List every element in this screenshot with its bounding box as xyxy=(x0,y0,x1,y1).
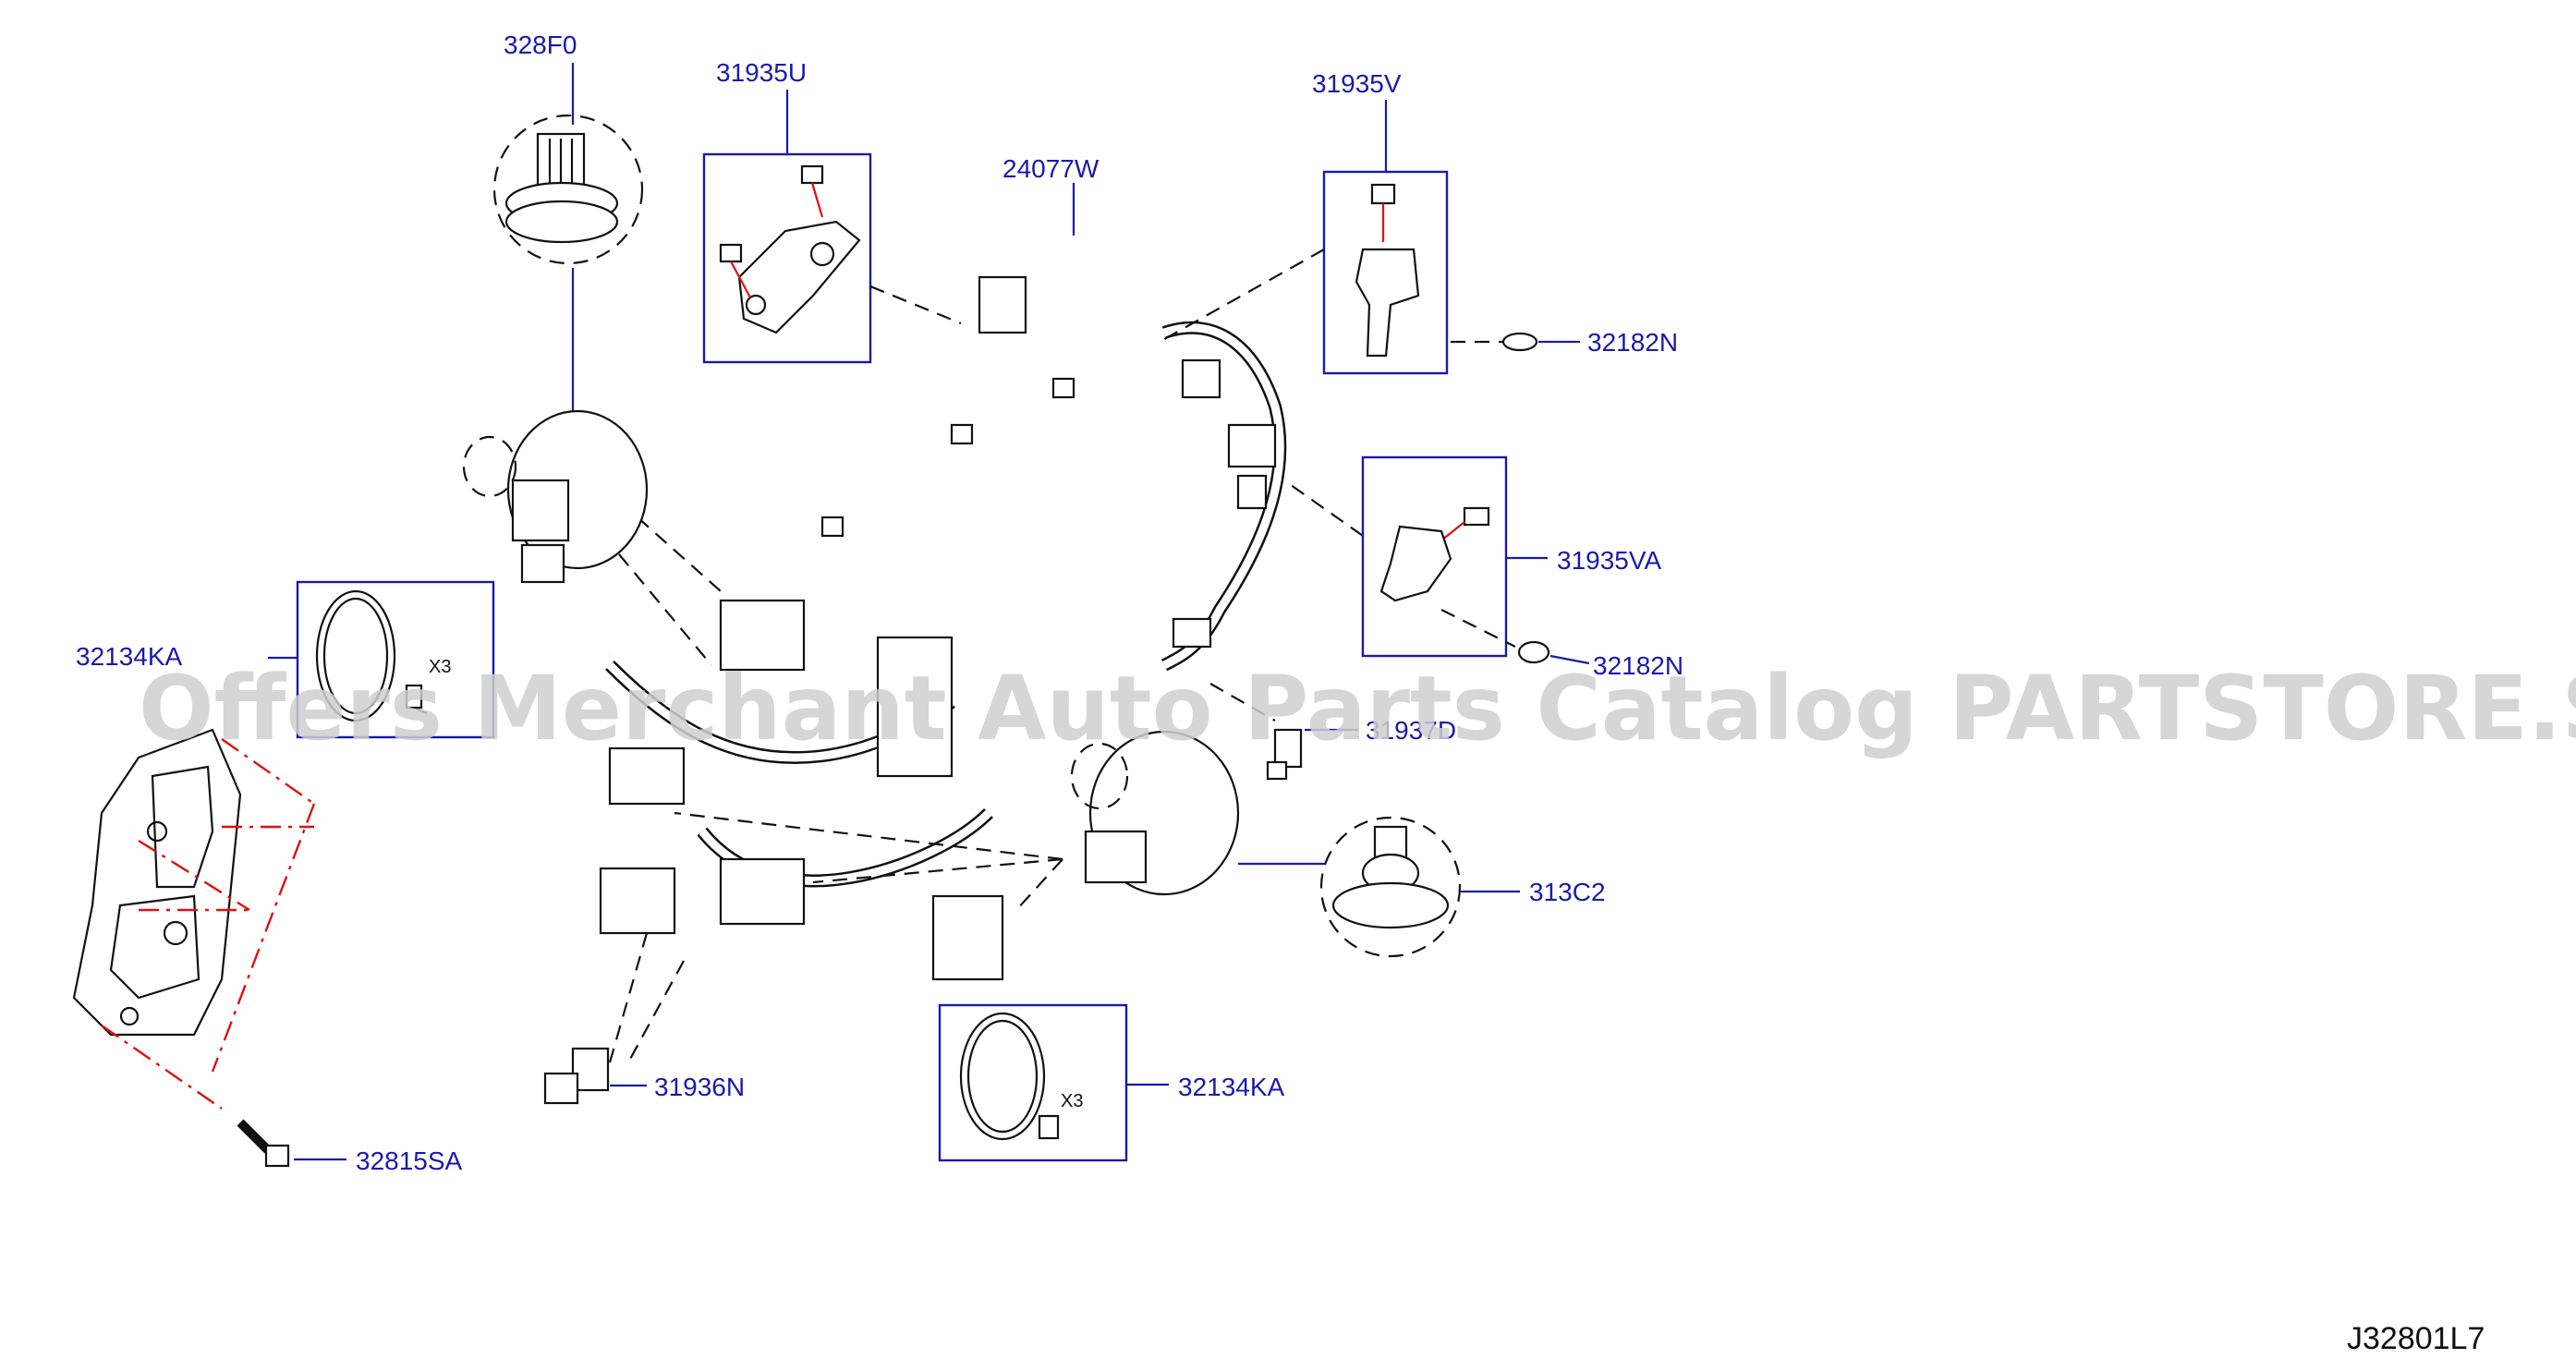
part-31936N[interactable] xyxy=(543,1047,647,1105)
part-31935V-box[interactable] xyxy=(1322,100,1515,375)
label-31936N[interactable]: 31936N xyxy=(654,1073,745,1101)
label-31935V[interactable]: 31935V xyxy=(1312,69,1402,98)
qty-right: X3 xyxy=(1061,1091,1083,1111)
label-32815SA[interactable]: 32815SA xyxy=(356,1147,463,1175)
label-313C2[interactable]: 313C2 xyxy=(1529,878,1606,906)
label-31937D[interactable]: 31937D xyxy=(1366,716,1456,745)
label-31935VA[interactable]: 31935VA xyxy=(1557,546,1661,575)
part-31935VA-box[interactable] xyxy=(1361,455,1548,658)
label-32134KA-right[interactable]: 32134KA xyxy=(1178,1073,1285,1101)
watermark: Offers Merchant Auto Parts Catalog PARTS… xyxy=(139,657,2576,760)
part-32182N-mid[interactable] xyxy=(1517,640,1590,665)
part-32134KA-left-box[interactable] xyxy=(268,580,495,739)
part-32134KA-right-box[interactable] xyxy=(938,1003,1169,1162)
solenoid-313C2[interactable] xyxy=(1070,730,1326,896)
part-32182N-top[interactable] xyxy=(1501,332,1580,352)
label-32134KA-left[interactable]: 32134KA xyxy=(76,642,183,671)
label-24077W[interactable]: 24077W xyxy=(1002,154,1100,183)
solenoid-left[interactable] xyxy=(462,409,649,584)
drawing-number: J32801L7 xyxy=(2347,1321,2485,1356)
label-31935U[interactable]: 31935U xyxy=(716,58,807,87)
part-24077W-harness[interactable] xyxy=(599,183,1364,1063)
part-31935U-box[interactable] xyxy=(702,90,872,364)
label-328F0[interactable]: 328F0 xyxy=(504,30,577,59)
part-328F0-detail[interactable] xyxy=(492,63,644,448)
qty-left: X3 xyxy=(429,657,451,677)
part-31937D[interactable] xyxy=(1266,728,1358,781)
label-32182N-mid[interactable]: 32182N xyxy=(1593,651,1683,680)
part-313C2-detail[interactable] xyxy=(1319,816,1520,958)
valve-body[interactable] xyxy=(72,728,346,1168)
label-32182N-top[interactable]: 32182N xyxy=(1587,328,1678,357)
